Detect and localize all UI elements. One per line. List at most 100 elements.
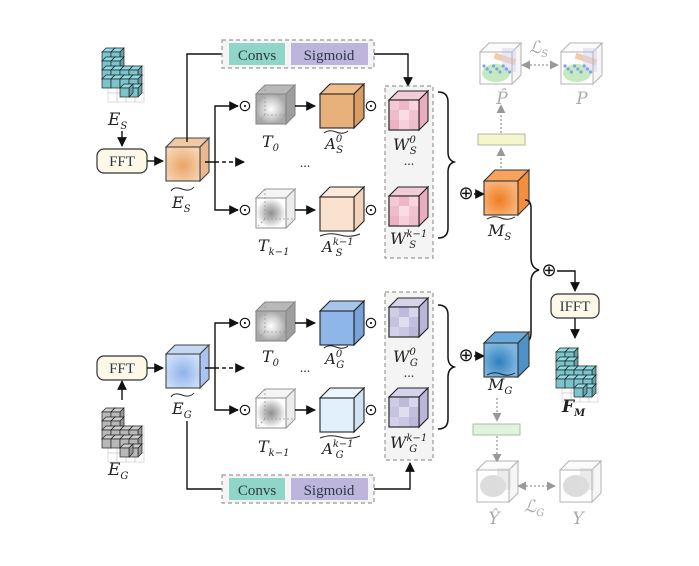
class-point	[498, 70, 502, 74]
convs-sigmoid-block-semantic: Convs Sigmoid	[221, 39, 375, 69]
geometry-spectrum-cube	[164, 343, 211, 390]
brace-geometry	[437, 304, 457, 430]
voxel-front	[110, 438, 121, 449]
class-point	[585, 67, 590, 71]
brace-semantic	[437, 91, 457, 239]
weight-cell	[399, 327, 409, 337]
voxel-front	[110, 78, 121, 89]
loss-label-geometry: ℒG	[524, 497, 544, 519]
hadamard-op: ⊙	[364, 202, 377, 219]
convs-label-semantic: Convs	[238, 48, 277, 64]
filter-cube-tk-geometry	[254, 387, 297, 430]
arrow-to-filter0-s	[205, 101, 239, 163]
cube-front-face	[483, 342, 519, 378]
amplitude-cube-a0-geometry	[318, 299, 366, 347]
class-region-vegetation	[482, 64, 510, 82]
voxel-front	[573, 387, 584, 398]
filter-label-tk-g: Tk−1	[258, 437, 289, 459]
convs-box-semantic	[229, 43, 285, 65]
class-point	[569, 70, 574, 74]
class-point	[482, 64, 486, 68]
fft-label-geometry: FFT	[109, 361, 135, 377]
tilde-mark	[319, 233, 361, 237]
line-to-convs-s	[186, 53, 222, 142]
weight-cell	[409, 196, 419, 206]
weight-cell	[399, 417, 409, 427]
tilde-mark	[170, 392, 195, 398]
tilde-mark	[323, 345, 349, 349]
cube-hidden-edges	[255, 189, 295, 229]
occupancy-region	[480, 475, 506, 497]
weight-cell	[389, 397, 399, 407]
weight-cell	[389, 216, 399, 226]
filter-cube-t0-semantic	[254, 83, 297, 126]
cube-front-face	[483, 180, 519, 216]
convs-sigmoid-block-geometry: Convs Sigmoid	[221, 474, 375, 504]
weight-cell	[399, 307, 409, 317]
cube-front-outline	[388, 195, 420, 227]
geometry-input-voxel	[101, 407, 145, 463]
arrow-to-filter0-g	[205, 318, 239, 369]
add-op-semantic: ⊕	[458, 183, 473, 203]
ellipsis: ...	[404, 154, 415, 169]
volume-front	[559, 469, 593, 503]
output-label: FM	[561, 397, 586, 419]
ifft-box: IFFT	[550, 293, 600, 319]
class-point	[573, 64, 577, 68]
cube-front-outline	[388, 396, 420, 428]
occupancy-region	[563, 475, 589, 497]
class-point	[563, 64, 567, 68]
cube-front-face	[319, 310, 355, 346]
class-point	[501, 64, 505, 68]
tilde-mark	[323, 130, 349, 134]
volume-front	[476, 469, 510, 503]
cube-hidden-edges	[255, 389, 295, 429]
merged-label-g: MG	[487, 375, 512, 397]
cube-hidden-edges	[255, 302, 295, 342]
arrow-to-filterk-g	[214, 368, 239, 415]
weight-cell	[389, 407, 399, 417]
semantic-head-block	[477, 133, 526, 146]
geometry-ground-truth-volume	[558, 459, 603, 504]
weight-cell	[399, 100, 409, 110]
weight-cell	[389, 110, 399, 120]
semantic-spectrum-label: ES	[171, 193, 191, 215]
weight-cell	[409, 110, 419, 120]
fft-label-semantic: FFT	[109, 154, 135, 170]
voxel-grid-cell	[107, 92, 118, 103]
class-point	[566, 67, 570, 71]
gt-label-s: P	[575, 89, 588, 109]
weight-cell	[389, 100, 399, 110]
weight-cell	[399, 397, 409, 407]
cube-front-face	[255, 310, 287, 342]
weight-cell	[409, 327, 419, 337]
hadamard-op: ⊙	[238, 98, 251, 115]
brace-fusion	[524, 199, 540, 343]
cube-front-face	[319, 196, 355, 232]
sigmoid-label-geometry: Sigmoid	[304, 483, 355, 499]
weight-cube-wk-geometry	[387, 386, 430, 429]
class-point	[579, 70, 583, 74]
voxel-front	[119, 87, 130, 98]
cube-front-face	[319, 397, 355, 433]
cube-front-face	[319, 93, 355, 129]
gt-label-g: Y	[572, 509, 585, 529]
weight-cube-wk-semantic	[387, 185, 430, 228]
filter-label-tk-s: Tk−1	[258, 236, 289, 258]
class-point	[582, 64, 586, 68]
filter-cube-t0-geometry	[254, 300, 297, 343]
cube-front-face	[165, 146, 201, 182]
pred-label-s: P̂	[495, 89, 508, 109]
weight-cell	[409, 397, 419, 407]
weight-cell	[399, 120, 409, 130]
filter-label-t0-s: T0	[262, 132, 280, 154]
sigmoid-box-geometry	[291, 478, 368, 500]
